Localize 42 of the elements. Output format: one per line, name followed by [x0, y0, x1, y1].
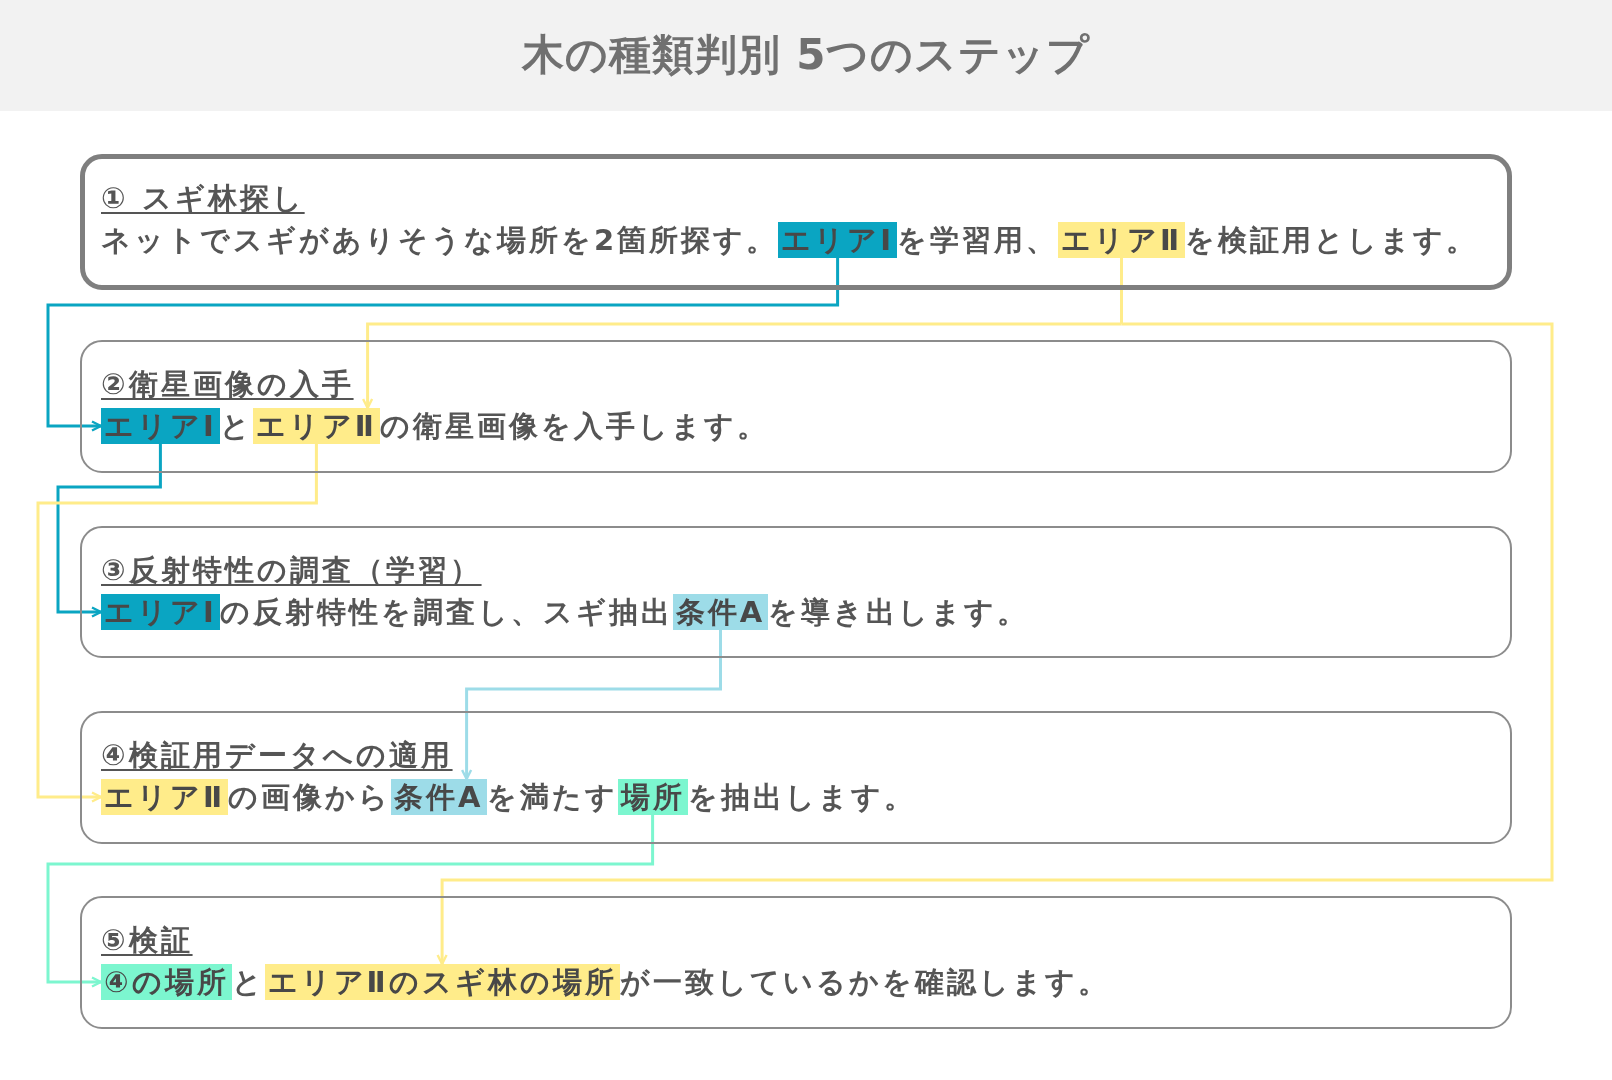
arrow — [436, 322, 1554, 966]
highlighted-term: エリアⅡ — [1058, 222, 1186, 258]
highlighted-term: エリアⅠ — [101, 594, 220, 630]
step-text: の衛星画像を入手します。 — [379, 408, 769, 444]
step-text: の反射特性を調査し、スギ抽出 — [219, 594, 673, 630]
arrow — [460, 630, 722, 781]
step-heading: ① スギ林探し — [101, 181, 305, 216]
step-heading: ②衛星画像の入手 — [101, 367, 354, 402]
step-box — [80, 896, 1512, 1029]
step-heading: ③反射特性の調査（学習） — [101, 553, 482, 588]
step-box — [80, 711, 1512, 844]
step-text: を導き出します。 — [768, 594, 1030, 630]
highlighted-term: ④の場所 — [101, 964, 232, 1000]
highlighted-term: 条件A — [672, 594, 769, 630]
step-text: ネットでスギがありそうな場所を2箇所探す。 — [101, 222, 779, 258]
highlighted-term: 条件A — [391, 779, 487, 815]
highlighted-term: エリアⅡ — [252, 408, 380, 444]
page-title: 木の種類判別 5つのステップ — [521, 29, 1091, 81]
step-heading: ⑤検証 — [101, 923, 193, 958]
step-box — [80, 340, 1512, 473]
highlighted-term: エリアⅡのスギ林の場所 — [264, 964, 620, 1000]
step-text: を学習用、 — [897, 222, 1058, 258]
step-text: と — [231, 964, 265, 1000]
step-text: を検証用とします。 — [1185, 222, 1479, 258]
arrow — [361, 322, 1122, 410]
highlighted-term: エリアⅠ — [101, 408, 220, 444]
step-box — [80, 154, 1512, 290]
arrow — [46, 815, 655, 988]
connector-line — [1120, 258, 1123, 324]
step-text: が一致しているかを確認します。 — [619, 964, 1110, 1000]
highlighted-term: エリアⅠ — [778, 222, 897, 258]
arrow — [56, 444, 162, 618]
arrow — [36, 444, 318, 803]
step-text: の画像から — [228, 779, 392, 815]
step-text: を抽出します。 — [687, 779, 916, 815]
arrow — [46, 258, 840, 432]
step-box — [80, 526, 1512, 658]
highlighted-term: エリアⅡ — [101, 779, 229, 815]
step-text: と — [219, 408, 253, 444]
step-heading: ④検証用データへの適用 — [101, 738, 453, 773]
step-text: を満たす — [486, 779, 618, 815]
highlighted-term: 場所 — [617, 779, 688, 815]
